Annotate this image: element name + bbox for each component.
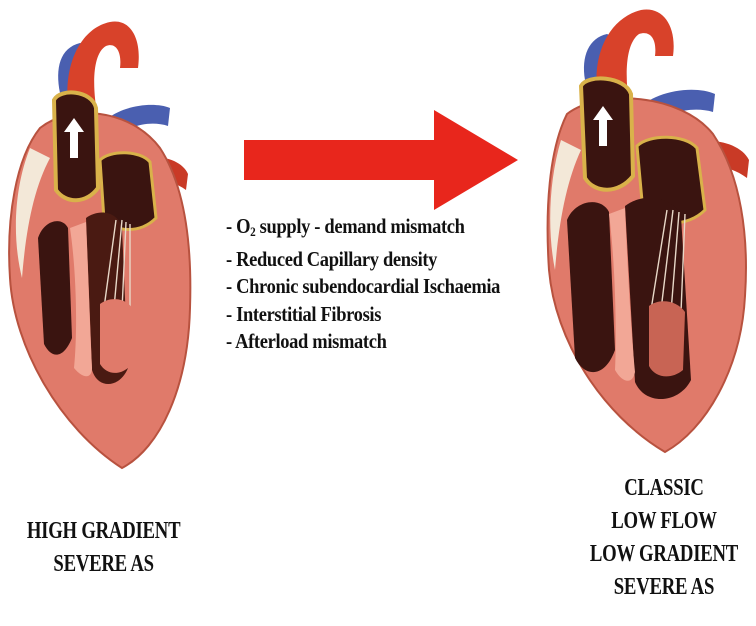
mechanism-list: - O2 supply - demand mismatch - Reduced … [226,213,500,356]
papillary-muscle [100,299,132,373]
mechanism-item: - Afterload mismatch [226,328,500,356]
heart-illustration-high-gradient [0,8,200,478]
caption-line: LOW FLOW [572,505,756,538]
caption-classic-low-flow-low-gradient-severe-as: CLASSIC LOW FLOW LOW GRADIENT SEVERE AS [572,472,756,604]
mechanism-item: - Reduced Capillary density [226,246,500,274]
mechanism-item: - Interstitial Fibrosis [226,301,500,329]
caption-line: CLASSIC [572,472,756,505]
heart-illustration-low-gradient [545,0,756,460]
caption-high-gradient-severe-as: HIGH GRADIENT SEVERE AS [10,515,197,581]
caption-line: SEVERE AS [10,548,197,581]
progression-arrow [238,108,522,212]
mechanism-item: - Chronic subendocardial Ischaemia [226,273,500,301]
caption-line: HIGH GRADIENT [10,515,197,548]
caption-line: SEVERE AS [572,571,756,604]
mechanism-item: - O2 supply - demand mismatch [226,213,500,246]
arrow-shape [244,110,518,210]
papillary-muscle [649,301,685,376]
caption-line: LOW GRADIENT [572,538,756,571]
